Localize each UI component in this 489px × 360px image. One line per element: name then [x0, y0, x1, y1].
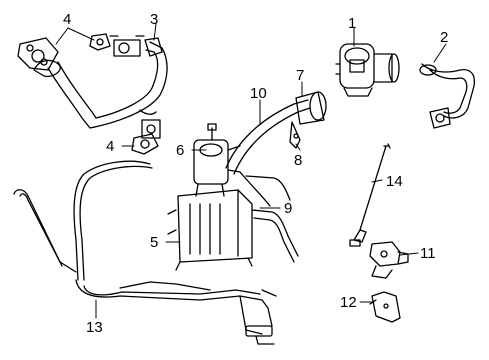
- leader-8: [295, 143, 301, 151]
- callout-14: 14: [386, 173, 403, 190]
- callout-labels: 4 3 1 2 7 10 8 6 4 9 5 14 11 12 13: [63, 11, 448, 336]
- callout-6: 6: [176, 142, 184, 159]
- callout-3: 3: [150, 11, 158, 28]
- callout-8: 8: [294, 152, 302, 169]
- callout-4-lower: 4: [106, 138, 114, 155]
- egr-valve-part-1: [335, 43, 400, 97]
- hose-part-9: [239, 171, 299, 263]
- vapor-line-part-13: [13, 160, 277, 345]
- egr-tube-part-2: [419, 63, 476, 129]
- callout-12: 12: [340, 294, 357, 311]
- callout-9: 9: [284, 200, 292, 217]
- leader-11: [399, 252, 419, 256]
- callout-1: 1: [348, 15, 356, 32]
- callout-10: 10: [250, 85, 267, 102]
- leader-14: [371, 179, 383, 183]
- callout-7: 7: [296, 67, 304, 84]
- gasket-part-4-upper: [17, 33, 111, 71]
- leader-3: [153, 23, 157, 41]
- canister-part-5: [167, 189, 253, 271]
- leader-2: [433, 43, 447, 63]
- sensor-part-14: [349, 143, 391, 247]
- callout-4-upper: 4: [63, 11, 71, 28]
- purge-solenoid-part-6: [193, 123, 241, 197]
- gasket-part-4-lower: [131, 133, 159, 155]
- callout-2: 2: [440, 29, 448, 46]
- bracket-part-11: [369, 241, 409, 279]
- leader-lines: [55, 23, 447, 319]
- tube-part-10: [225, 99, 311, 175]
- bracket-part-12: [369, 291, 401, 323]
- callout-11: 11: [420, 245, 436, 262]
- leader-4-upper: [55, 27, 95, 45]
- callout-13: 13: [86, 319, 103, 336]
- valve-part-7: [295, 91, 327, 125]
- callout-5: 5: [150, 234, 158, 251]
- bracket-part-8: [289, 121, 301, 149]
- egr-tube-part-3: [33, 35, 168, 139]
